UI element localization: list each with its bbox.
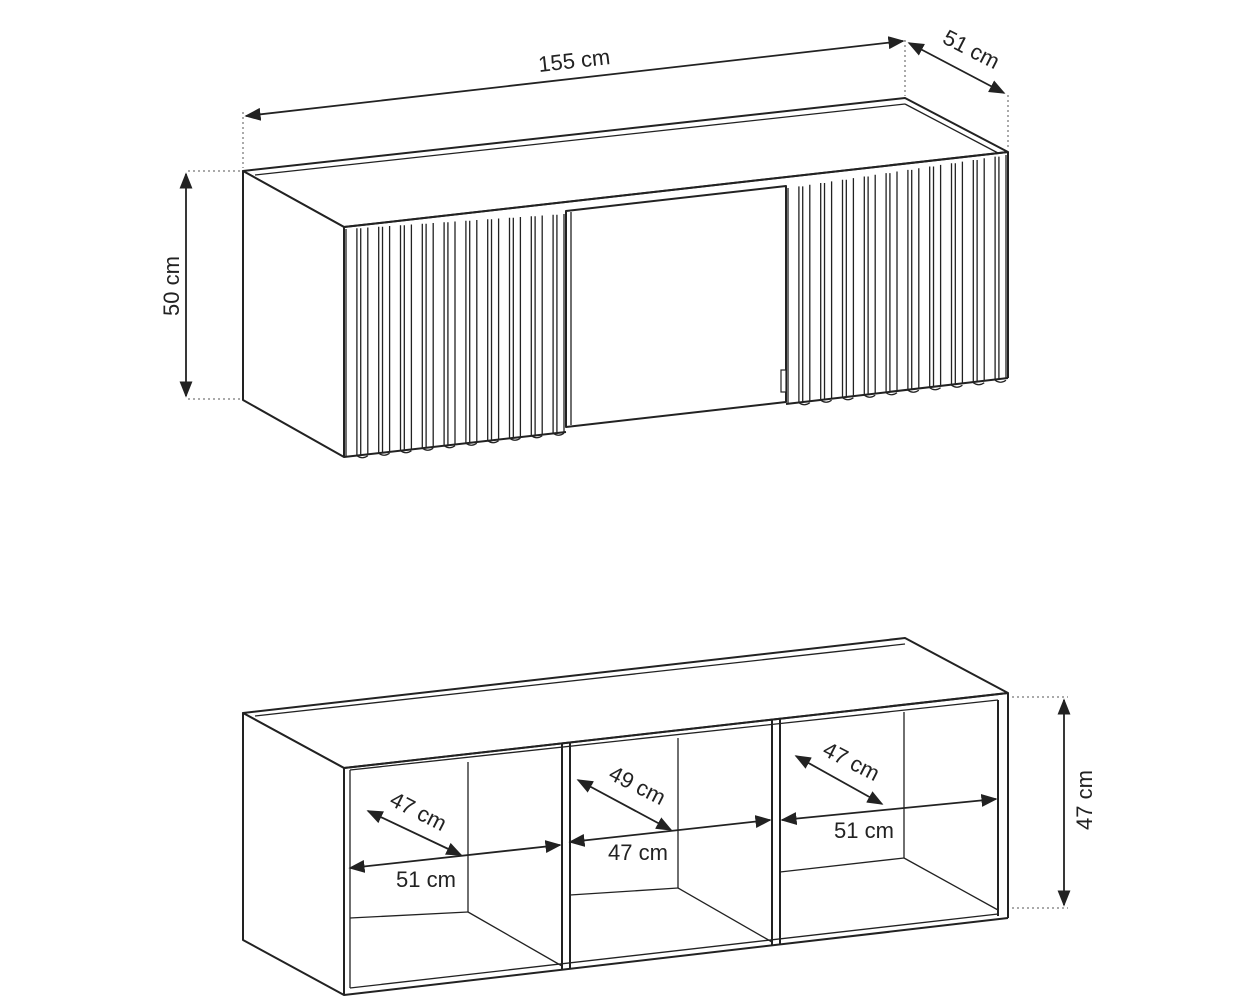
compartment-1-width-label: 51 cm	[396, 867, 456, 892]
depth-dimension-line	[907, 42, 1006, 94]
door-handle	[780, 369, 787, 393]
depth-label: 51 cm	[939, 25, 1004, 74]
top-dimensions: 155 cm 51 cm 50 cm	[159, 25, 1009, 400]
compartment-3-width-label: 51 cm	[834, 818, 894, 843]
height-label: 50 cm	[159, 256, 184, 316]
open-cabinet	[242, 637, 1009, 996]
interior-height-label: 47 cm	[1072, 770, 1097, 830]
compartment-1-width-line	[348, 840, 562, 873]
compartment-1-diag-label: 47 cm	[386, 787, 451, 836]
width-label: 155 cm	[537, 44, 611, 77]
compartment-3-diag-label: 47 cm	[819, 737, 884, 786]
fluted-door-slats	[345, 155, 1007, 459]
compartment-2-width-label: 47 cm	[608, 840, 668, 865]
compartment-3-width-line	[780, 793, 998, 826]
width-dimension-line	[244, 36, 905, 121]
closed-cabinet	[242, 97, 1009, 459]
compartment-2-width-line	[568, 815, 772, 847]
open-cabinet-top-panel	[242, 637, 1009, 769]
center-door	[565, 185, 787, 428]
compartment-2-diag-label: 49 cm	[605, 761, 670, 810]
